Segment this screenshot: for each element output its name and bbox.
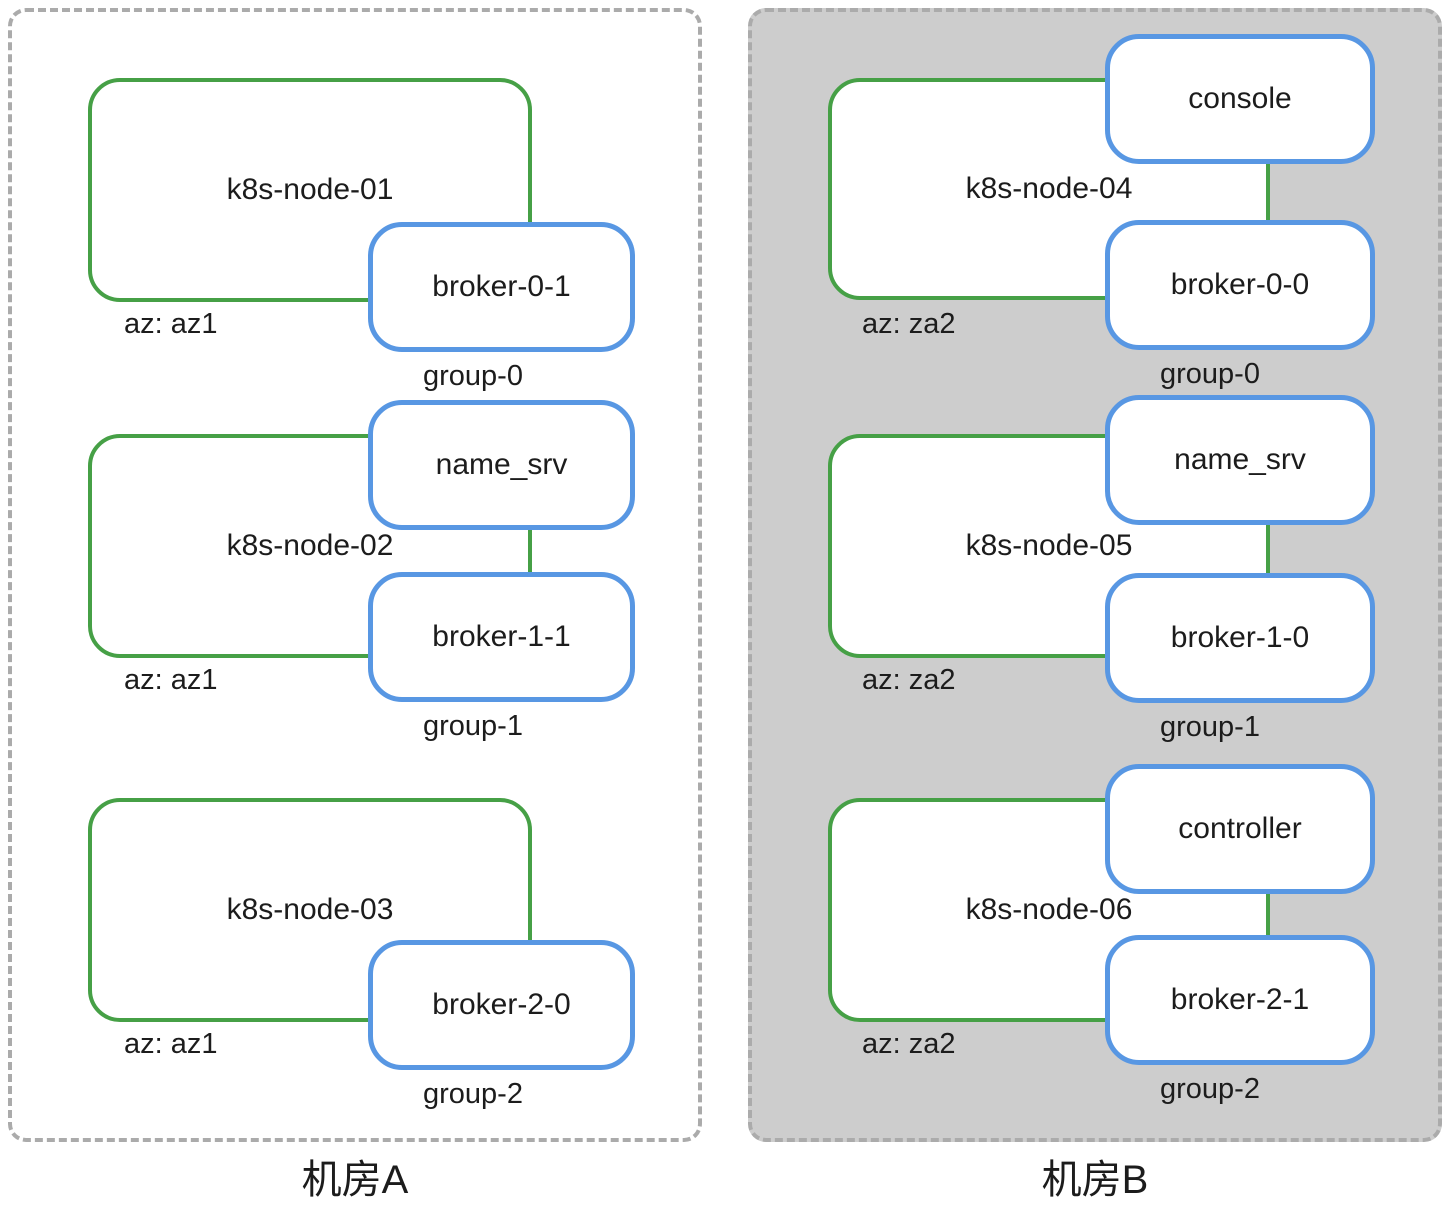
pod-label: broker-1-1 <box>432 620 571 653</box>
pod-label: controller <box>1178 812 1302 845</box>
group-label: group-2 <box>1160 1073 1260 1105</box>
pod-box: broker-0-0 <box>1105 220 1375 350</box>
pod-box: broker-1-1 <box>368 572 635 702</box>
pod-label: broker-1-0 <box>1170 621 1310 654</box>
pod-box: controller <box>1105 764 1375 894</box>
group-label: group-0 <box>1160 358 1260 390</box>
node-label: k8s-node-02 <box>226 529 394 562</box>
node-label: k8s-node-05 <box>965 529 1133 562</box>
datacenter-b-label: 机房B <box>1041 1158 1149 1202</box>
pod-box: name_srv <box>1105 395 1375 525</box>
pod-label: broker-0-1 <box>432 270 571 303</box>
az-label: az: az1 <box>124 308 218 340</box>
pod-label: broker-2-1 <box>1170 983 1310 1016</box>
pod-label: broker-0-0 <box>1170 268 1310 301</box>
pod-box: broker-0-1 <box>368 222 635 352</box>
pod-label: console <box>1188 82 1292 115</box>
pod-label: name_srv <box>1174 443 1306 476</box>
az-label: az: za2 <box>862 308 956 340</box>
node-label: k8s-node-04 <box>965 172 1133 205</box>
pod-box: broker-1-0 <box>1105 573 1375 703</box>
pod-box: broker-2-1 <box>1105 935 1375 1065</box>
pod-label: broker-2-0 <box>432 988 571 1021</box>
az-label: az: za2 <box>862 664 956 696</box>
node-label: k8s-node-06 <box>965 893 1133 926</box>
group-label: group-1 <box>423 710 523 742</box>
group-label: group-1 <box>1160 711 1260 743</box>
node-label: k8s-node-01 <box>226 173 394 206</box>
group-label: group-2 <box>423 1078 523 1110</box>
pod-box: broker-2-0 <box>368 940 635 1070</box>
pod-label: name_srv <box>435 448 568 481</box>
az-label: az: az1 <box>124 1028 218 1060</box>
node-label: k8s-node-03 <box>226 893 394 926</box>
az-label: az: az1 <box>124 664 218 696</box>
datacenter-a-label: 机房A <box>301 1158 409 1202</box>
group-label: group-0 <box>423 360 523 392</box>
az-label: az: za2 <box>862 1028 956 1060</box>
pod-box: console <box>1105 34 1375 164</box>
pod-box: name_srv <box>368 400 635 530</box>
